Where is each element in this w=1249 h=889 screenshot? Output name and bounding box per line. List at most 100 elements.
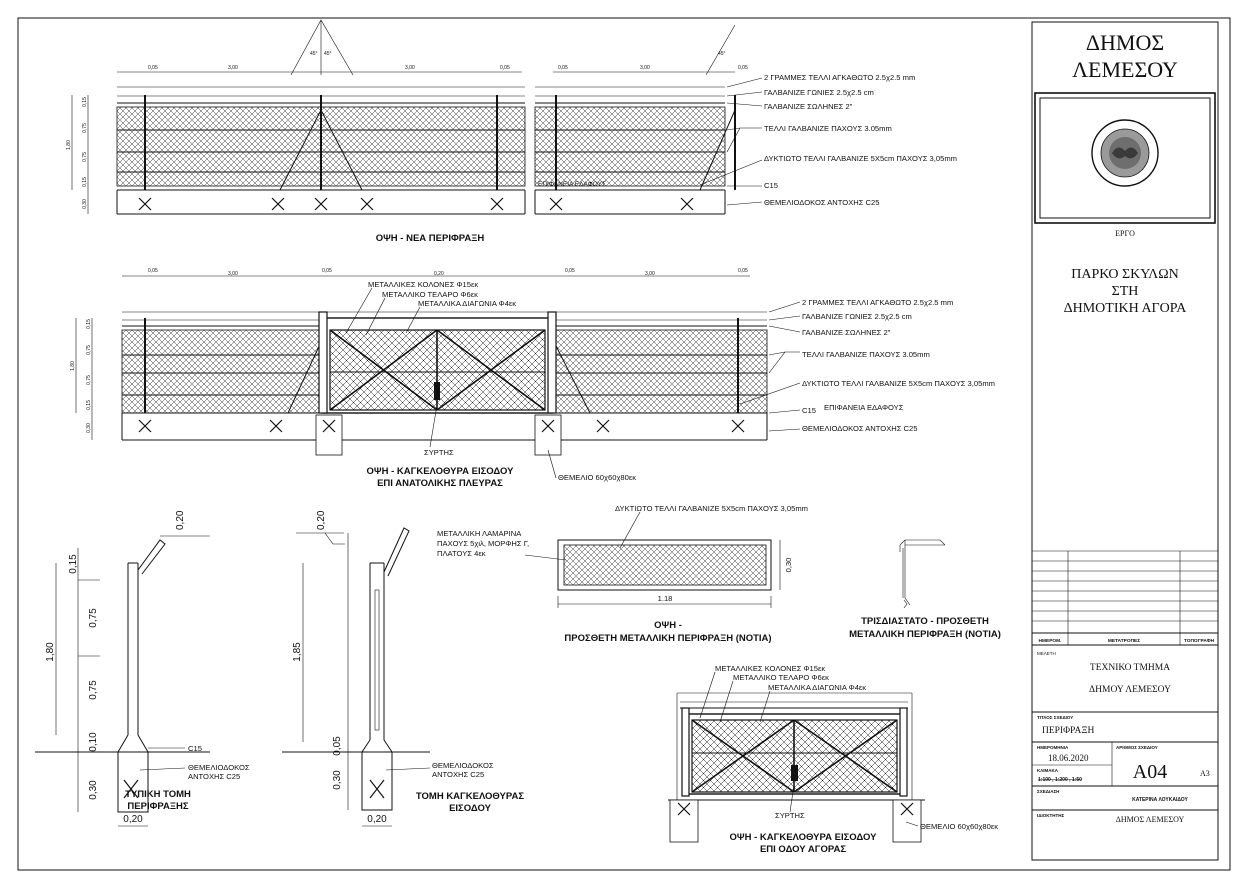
v1-dim-top-2: 3,00 (228, 65, 238, 71)
s2-title-2: ΕΙΣΟΔΟΥ (449, 803, 492, 814)
angle-1: 45° (310, 51, 318, 57)
v3-gate-note-3: ΜΕΤΑΛΛΙΚΑ ΔΙΑΓΩΝΙΑ Φ4εκ (768, 683, 866, 692)
v1-dim-top-6: 3,00 (640, 65, 650, 71)
v2-dim-top-4: 0,20 (434, 271, 444, 277)
v2-note-8: ΘΕΜΕΛΙΟΔΟΚΟΣ ΑΝΤΟΧΗΣ C25 (802, 424, 917, 433)
project-name-line-1: ΠΑΡΚΟ ΣΚΥΛΩΝ (1071, 267, 1179, 282)
v1-dim-top-1: 0,05 (148, 65, 158, 71)
v2-dim-top-6: 3,00 (645, 271, 655, 277)
scale-value: 1:100 , 1:200 , 1:50 (1038, 777, 1082, 783)
v2-gate-note-1: ΜΕΤΑΛΛΙΚΕΣ ΚΟΛΟΝΕΣ Φ15εκ (368, 280, 478, 289)
sheet-size: A3 (1200, 769, 1210, 778)
drawing-title-label: ΤΙΤΛΟΣ ΣΧΕΔΙΟΥ (1037, 715, 1073, 720)
v2-dim-top-2: 3,00 (228, 271, 238, 277)
v1-title: ΟΨΗ - ΝΕΑ ΠΕΡΙΦΡΑΞΗ (376, 233, 485, 244)
v2-note-7: ΕΠΙΦΑΝΕΙΑ ΕΔΑΦΟΥΣ (824, 403, 904, 412)
drafter-label: ΣΧΕΔΙΑΣΗ (1037, 789, 1059, 794)
panel-left-note-2: ΠΑΧΟΥΣ 5χιλ, ΜΟΡΦΗΣ Γ, (437, 539, 529, 548)
s1-note-3: ΑΝΤΟΧΗΣ C25 (188, 772, 240, 781)
s2-dim-2: 0,30 (332, 770, 343, 790)
v3-gate-note-1: ΜΕΤΑΛΛΙΚΕΣ ΚΟΛΟΝΕΣ Φ15εκ (715, 664, 825, 673)
project-name-line-2: ΣΤΗ (1112, 284, 1139, 299)
sheet-border (17, 17, 1231, 871)
gate-footing-left (315, 414, 343, 456)
v1-dim-left-4: 0,15 (82, 177, 88, 187)
municipality-line-1: ΔΗΜΟΣ (1086, 30, 1164, 55)
v2-title-1: ΟΨΗ - ΚΑΓΚΕΛΟΘΥΡΑ ΕΙΣΟΔΟΥ (367, 466, 515, 477)
market-footing-left (669, 799, 699, 843)
municipality-line-2: ΛΕΜΕΣΟΥ (1072, 57, 1178, 82)
v3-gate-note-2: ΜΕΤΑΛΛΙΚΟ ΤΕΛΑΡΟ Φ6εκ (733, 673, 829, 682)
v1-dim-top-3: 3,00 (405, 65, 415, 71)
section-typical-fence: 0,20 1,80 0,15 0,75 0,75 0,10 0,30 0,20 … (35, 510, 250, 827)
rev-header-date: ΗΜΕΡΟΜ. (1039, 638, 1062, 644)
angle-2: 45° (324, 51, 332, 57)
view-east-gate: 0,05 3,00 0,05 0,20 0,05 3,00 0,05 1,80 … (70, 268, 995, 489)
date-value: 18.06.2020 (1048, 753, 1089, 763)
v2-gate-note-3: ΜΕΤΑΛΛΙΚΑ ΔΙΑΓΩΝΙΑ Φ4εκ (418, 299, 516, 308)
s1-title-2: ΠΕΡΙΦΡΑΞΗΣ (127, 801, 188, 812)
drawing-title: ΠΕΡΙΦΡΑΞΗ (1042, 726, 1094, 736)
view-south-panel: 1.18 0,30 ΔΥΚΤΙΩΤΟ ΤΕΛΛΙ ΓΑΛΒΑΝΙΖΕ 5Χ5cm… (437, 504, 808, 644)
v1-note-2: ΓΑΛΒΑΝΙΖΕ ΓΩΝΙΕΣ 2.5χ2.5 cm (764, 88, 874, 97)
v1-note-1: 2 ΓΡΑΜΜΕΣ ΤΕΛΛΙ ΑΓΚΑΘΩΤΟ 2.5χ2.5 mm (764, 73, 915, 82)
s1-note-2: ΘΕΜΕΛΙΟΔΟΚΟΣ (188, 763, 250, 772)
v2-dim-left-3: 0,75 (86, 375, 92, 385)
v3-latch: ΣΥΡΤΗΣ (775, 811, 805, 820)
v2-gate-note-2: ΜΕΤΑΛΛΙΚΟ ΤΕΛΑΡΟ Φ6εκ (382, 290, 478, 299)
drafter: ΚΑΤΕΡΙΝΑ ΛΟΥΚΑΙΔΟΥ (1132, 797, 1188, 803)
s1-dim-2: 0,75 (88, 608, 99, 628)
v2-dim-top-1: 0,05 (148, 268, 158, 274)
section-gate: 0,20 1,85 0,05 0,30 0,20 ΘΕΜΕΛΙΟΔΟΚΟΣ ΑΝ… (282, 510, 524, 827)
v1-note-4: ΤΕΛΛΙ ΓΑΛΒΑΝΙΖΕ ΠΑΧΟΥΣ 3.05mm (764, 124, 892, 133)
owner-label: ΙΔΙΟΚΤΗΤΗΣ (1037, 813, 1064, 818)
v1-dim-top-7: 0,05 (738, 65, 748, 71)
v2-dim-left-2: 0,75 (86, 345, 92, 355)
revision-table: ΗΜΕΡΟΜ. ΜΕΤΑΤΡΟΠΕΣ ΤΟΠΟΓΡΑΦΗ (1032, 550, 1218, 646)
v2-title-2: ΕΠΙ ΑΝΑΤΟΛΙΚΗΣ ΠΛΕΥΡΑΣ (377, 478, 503, 489)
v3-title-2: ΕΠΙ ΟΔΟΥ ΑΓΟΡΑΣ (760, 844, 846, 855)
study-line-2: ΔΗΜΟΥ ΛΕΜΕΣΟΥ (1089, 685, 1171, 695)
view-isometric-panel: ΤΡΙΣΔΙΑΣΤΑΤΟ - ΠΡΟΣΘΕΤΗ ΜΕΤΑΛΛΙΚΗ ΠΕΡΙΦΡ… (849, 539, 1001, 640)
v1-note-6: C15 (764, 181, 778, 190)
panel-title-2: ΠΡΟΣΘΕΤΗ ΜΕΤΑΛΛΙΚΗ ΠΕΡΙΦΡΑΞΗ (ΝΟΤΙΑ) (564, 633, 771, 644)
municipality-seal-icon (1091, 119, 1159, 187)
s1-dim-width: 0,20 (123, 814, 143, 825)
s2-title-1: ΤΟΜΗ ΚΑΓΚΕΛΟΘΥΡΑΣ (416, 791, 524, 802)
study-label: ΜΕΛΕΤΗ (1037, 651, 1056, 656)
s2-dim-total: 1,85 (292, 642, 303, 662)
v2-note-2: ΓΑΛΒΑΝΙΖΕ ΓΩΝΙΕΣ 2.5χ2.5 cm (802, 312, 912, 321)
owner: ΔΗΜΟΣ ΛΕΜΕΣΟΥ (1116, 815, 1185, 824)
v2-dim-left-1: 0,15 (86, 319, 92, 329)
v1-dim-top-5: 0,05 (558, 65, 568, 71)
panel-left-note-1: ΜΕΤΑΛΛΙΚΗ ΛΑΜΑΡΙΝΑ (437, 529, 522, 538)
v1-dim-left-3: 0,75 (82, 152, 88, 162)
drawing-no-label: ΑΡΙΘΜΟΣ ΣΧΕΔΙΟΥ (1116, 745, 1158, 750)
s2-dim-width: 0,20 (367, 814, 387, 825)
s1-dim-top: 0,20 (175, 510, 186, 530)
title-block: ΔΗΜΟΣ ΛΕΜΕΣΟΥ ΕΡΓΟ ΠΑΡΚΟ ΣΚΥΛΩΝ ΣΤΗ ΔΗΜΟ… (1031, 21, 1219, 861)
s1-note-c15: C15 (188, 744, 202, 753)
v3-title-1: ΟΨΗ - ΚΑΓΚΕΛΟΘΥΡΑ ΕΙΣΟΔΟΥ (730, 832, 878, 843)
v1-dim-left-5: 0,30 (82, 199, 88, 209)
v1-note-3: ΓΑΛΒΑΝΙΖΕ ΣΩΛΗΝΕΣ 2" (764, 102, 853, 111)
v2-note-6: C15 (802, 406, 816, 415)
s1-dim-3: 0,75 (88, 680, 99, 700)
v2-latch: ΣΥΡΤΗΣ (424, 448, 454, 457)
footing-markers (138, 197, 694, 211)
study-line-1: ΤΕΧΝΙΚΟ ΤΜΗΜΑ (1090, 663, 1170, 673)
v2-dim-total: 1,80 (70, 361, 76, 371)
v2-note-4: ΤΕΛΛΙ ΓΑΛΒΑΝΙΖΕ ΠΑΧΟΥΣ 3.05mm (802, 350, 930, 359)
v1-note-5: ΔΥΚΤΙΩΤΟ ΤΕΛΛΙ ΓΑΛΒΑΝΙΖΕ 5Χ5cm ΠΑΧΟΥΣ 3,… (764, 154, 957, 163)
v2-dim-top-7: 0,05 (738, 268, 748, 274)
v2-note-5: ΔΥΚΤΙΩΤΟ ΤΕΛΛΙ ΓΑΛΒΑΝΙΖΕ 5Χ5cm ΠΑΧΟΥΣ 3,… (802, 379, 995, 388)
v2-note-1: 2 ΓΡΑΜΜΕΣ ΤΕΛΛΙ ΑΓΚΑΘΩΤΟ 2.5χ2.5 mm (802, 298, 953, 307)
scale-label: ΚΛΙΜΑΚΑ (1037, 768, 1059, 773)
rev-header-survey: ΤΟΠΟΓΡΑΦΗ (1184, 638, 1215, 644)
market-footing-right (892, 799, 922, 843)
v3-footing: ΘΕΜΕΛΙΟ 60χ60χ80εκ (920, 822, 998, 831)
v2-dim-top-5: 0,05 (565, 268, 575, 274)
s1-dim-5: 0,30 (88, 780, 99, 800)
v1-dim-left-2: 0,75 (82, 123, 88, 133)
